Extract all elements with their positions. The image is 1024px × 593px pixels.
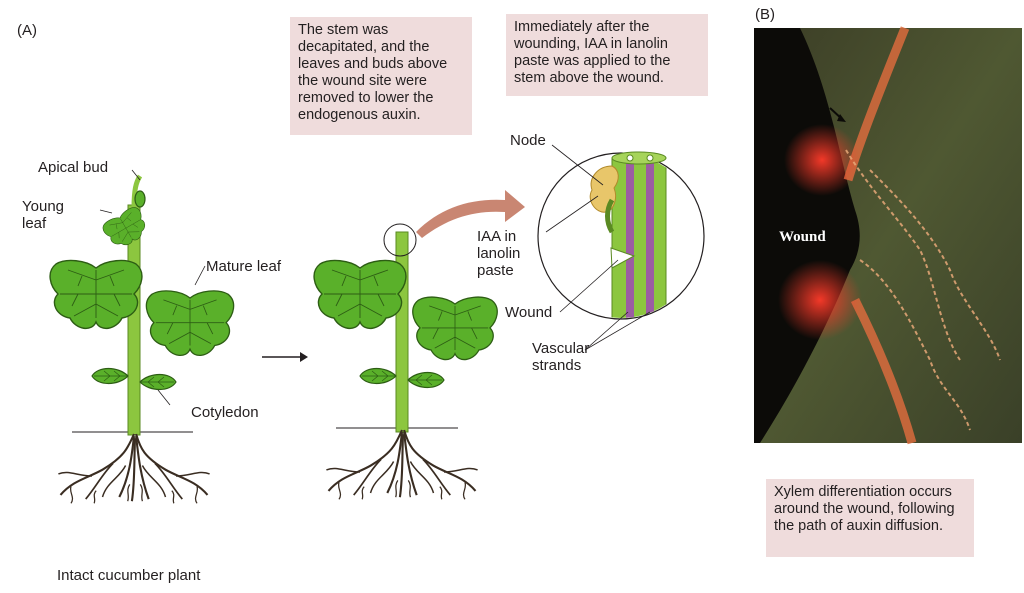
mature-leaf-right-decapitated xyxy=(412,296,498,361)
micrograph-wound-label: Wound xyxy=(779,229,826,245)
upper-stem-intact xyxy=(131,174,143,209)
node-stub xyxy=(605,198,615,234)
vascular-strands-label: Vascular strands xyxy=(532,340,590,374)
mature-leaf-right-intact xyxy=(145,290,235,357)
wound-label: Wound xyxy=(505,304,553,321)
cotyledon-left-decapitated xyxy=(359,367,397,385)
vascular-strand-left xyxy=(626,158,634,318)
magnification-arrow xyxy=(416,190,525,238)
mature-leaf-left-decapitated xyxy=(313,259,407,330)
mature-leaf-label: Mature leaf xyxy=(206,258,282,275)
vascular-strand-right xyxy=(646,158,654,318)
panel-b-label: (B) xyxy=(755,6,775,23)
cotyledon-left-intact xyxy=(91,367,129,385)
node-label: Node xyxy=(510,132,546,149)
decapitated-plant xyxy=(313,223,498,501)
micrograph xyxy=(754,26,1022,445)
cotyledon-right-intact xyxy=(139,373,177,391)
caption-decapitation: The stem was decapitated, and the leaves… xyxy=(290,17,472,135)
magnified-stem xyxy=(537,144,705,351)
young-leaf-label: Young leaf xyxy=(22,198,64,232)
cotyledon-right-decapitated xyxy=(407,371,445,389)
roots-decapitated xyxy=(325,428,479,501)
roots-intact xyxy=(57,432,211,505)
wound-notch xyxy=(610,247,636,269)
caption-iaa-application: Immediately after the wounding, IAA in l… xyxy=(506,14,708,96)
apical-bud-shape xyxy=(134,190,146,208)
iaa-paste-label: IAA in lanolin paste xyxy=(477,228,521,279)
stem-decapitated xyxy=(395,231,409,433)
process-arrow xyxy=(262,352,308,362)
apical-bud-label: Apical bud xyxy=(38,159,109,176)
intact-plant xyxy=(49,169,235,505)
panel-a-label: (A) xyxy=(17,22,37,39)
caption-xylem: Xylem differentiation occurs around the … xyxy=(766,479,974,557)
cotyledon-label: Cotyledon xyxy=(191,404,259,421)
zoom-circle-small xyxy=(383,223,417,257)
intact-plant-label: Intact cucumber plant xyxy=(57,567,201,584)
